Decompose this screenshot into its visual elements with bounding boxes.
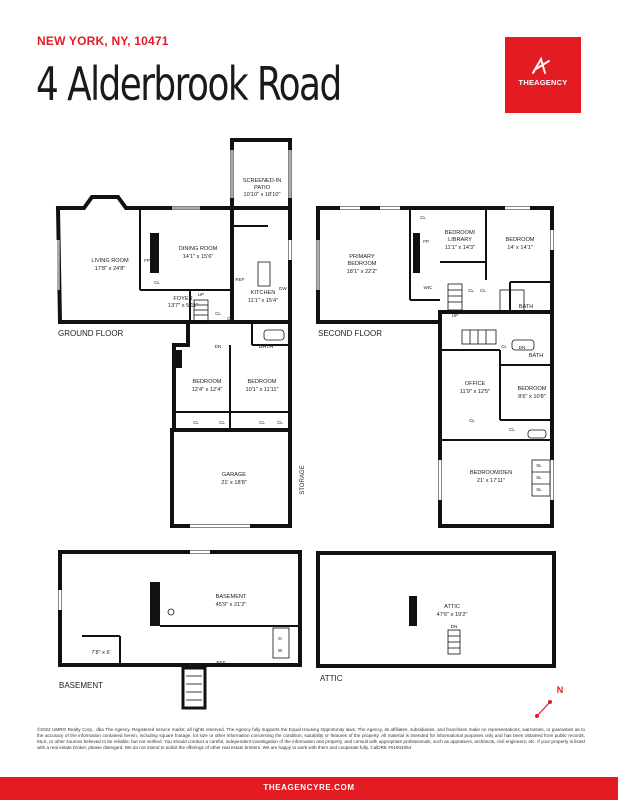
foyer-dimensions: 13'7" x 5'11" (168, 303, 198, 309)
library-label: BEDROOM/ (445, 230, 476, 236)
svg-text:REF: REF (216, 660, 225, 665)
second-bath-label: BATH (519, 304, 534, 310)
basement-room-dimensions: 45'9" x 21'2" (216, 602, 247, 608)
second-bedroom-1-label: BEDROOM (506, 237, 535, 243)
ground-bath-label: BATH (259, 344, 274, 350)
primary-bedroom-label-2: BEDROOM (348, 261, 377, 267)
primary-bedroom-label: PRIMARY (349, 254, 375, 260)
second-main-walls (316, 206, 554, 324)
agency-logo-mark (532, 56, 550, 74)
north-compass: N (535, 685, 563, 718)
ground-bedroom-2-dimensions: 10'1" x 11'11" (246, 387, 279, 393)
second-bedroom-2-dimensions: 8'6" x 10'8" (518, 394, 546, 400)
ground-bedroom-1-label: BEDROOM (193, 379, 222, 385)
foyer-label: FOYER (173, 296, 192, 302)
primary-bedroom-dimensions: 18'1" x 22'2" (347, 269, 378, 275)
kitchen-dimensions: 11'1" x 15'4" (248, 298, 278, 304)
attic-walls (316, 551, 556, 668)
patio-label-2: PATIO (254, 185, 271, 191)
office-label: OFFICE (465, 381, 486, 387)
garage-label: GARAGE (222, 472, 246, 478)
svg-text:CL: CL (219, 420, 225, 425)
basement-small-room-dimensions: 7'8" x 6' (91, 650, 110, 656)
svg-text:SL: SL (536, 463, 542, 468)
agency-logo-text: THEAGENCY (518, 78, 568, 87)
garage-walls (170, 428, 292, 528)
svg-text:DN: DN (451, 624, 458, 629)
svg-text:CL: CL (501, 344, 507, 349)
svg-text:W: W (278, 648, 283, 653)
svg-text:UP: UP (452, 313, 458, 318)
attic-title: ATTIC (320, 674, 343, 683)
room-labels: SCREENED-IN PATIO 10'10" x 18'10" LIVING… (91, 178, 546, 656)
svg-text:D: D (278, 636, 282, 641)
svg-text:CL: CL (193, 420, 199, 425)
attic-room-label: ATTIC (444, 604, 460, 610)
garage-dimensions: 21' x 18'8" (221, 480, 247, 486)
agency-logo: THEAGENCY (505, 37, 581, 113)
library-dimensions: 11'1" x 14'3" (445, 245, 475, 251)
svg-text:CL: CL (480, 288, 486, 293)
svg-text:SL: SL (536, 487, 542, 492)
svg-text:FP: FP (423, 239, 429, 244)
office-dimensions: 11'9" x 12'5" (460, 389, 490, 395)
patio-label: SCREENED-IN (243, 178, 282, 184)
den-dimensions: 21' x 17'11" (477, 478, 505, 484)
ground-floor-title: GROUND FLOOR (58, 329, 124, 338)
legal-disclaimer: ©2022 UMRO Realty Corp., dba The Agency.… (37, 727, 585, 751)
svg-text:SL: SL (536, 475, 542, 480)
svg-text:CL: CL (227, 316, 233, 321)
svg-text:FP: FP (144, 258, 150, 263)
svg-text:CL: CL (259, 420, 265, 425)
second-bedroom-1-dimensions: 14' x 14'1" (507, 245, 533, 251)
svg-text:DW: DW (279, 286, 287, 291)
dining-room-dimensions: 14'1" x 15'6" (183, 254, 214, 260)
basement-title: BASEMENT (59, 681, 103, 690)
footer-bar: THEAGENCYRE.COM (0, 777, 618, 800)
den-label: BEDROOM/DEN (470, 470, 512, 476)
svg-text:CL: CL (420, 215, 426, 220)
kitchen-walls (232, 206, 292, 324)
svg-text:CL: CL (509, 427, 515, 432)
svg-text:UP: UP (189, 662, 195, 667)
ground-bedroom-2-label: BEDROOM (248, 379, 277, 385)
svg-text:REF: REF (235, 277, 244, 282)
basement-room-label: BASEMENT (216, 594, 247, 600)
attic-room-dimensions: 47'6" x 19'2" (437, 612, 468, 618)
fixture-tags: CL FP REF DW CL CL UP DN CL CL CL CL CL … (144, 215, 542, 667)
kitchen-label: KITCHEN (251, 290, 276, 296)
location-text: NEW YORK, NY, 10471 (37, 34, 169, 48)
svg-text:CL: CL (468, 288, 474, 293)
footer-website-link[interactable]: THEAGENCYRE.COM (263, 783, 355, 792)
property-address-title: 4 Alderbrook Road (36, 57, 342, 111)
basement-stair-walls (181, 666, 207, 710)
ground-bedroom-1-dimensions: 12'4" x 12'4" (192, 387, 223, 393)
svg-text:UP: UP (198, 292, 204, 297)
svg-text:CL: CL (469, 418, 475, 423)
north-label: N (557, 685, 564, 695)
second-bedroom-2-label: BEDROOM (518, 386, 547, 392)
svg-text:DN: DN (519, 345, 526, 350)
patio-dimensions: 10'10" x 18'10" (244, 192, 281, 198)
ground-lower-walls (172, 322, 292, 432)
living-room-label: LIVING ROOM (91, 258, 129, 264)
svg-text:WIC: WIC (424, 285, 434, 290)
second-bath-2-label: BATH (529, 353, 544, 359)
living-room-dimensions: 17'8" x 24'8" (95, 266, 126, 272)
floor-titles: GROUND FLOOR SECOND FLOOR BASEMENT ATTIC (58, 329, 382, 690)
second-floor-title: SECOND FLOOR (318, 329, 382, 338)
svg-text:DN: DN (215, 344, 222, 349)
basement-walls (58, 550, 302, 667)
storage-label: STORAGE (300, 465, 306, 494)
svg-text:CL: CL (215, 311, 221, 316)
svg-text:CL: CL (277, 420, 283, 425)
library-label-2: LIBRARY (448, 237, 472, 243)
svg-text:CL: CL (154, 280, 160, 285)
ground-main-walls (55, 195, 234, 324)
dining-room-label: DINING ROOM (179, 246, 218, 252)
